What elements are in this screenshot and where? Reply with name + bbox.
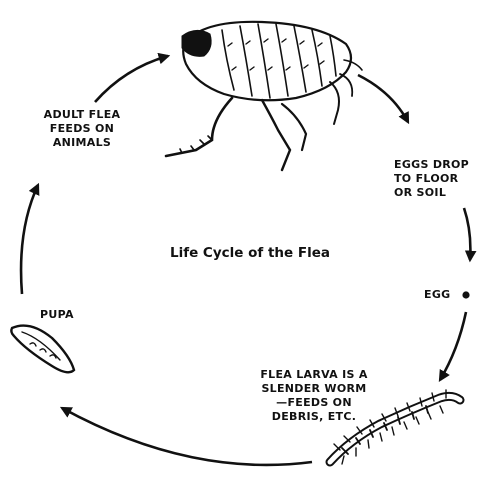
adult-flea-label: ADULT FLEA FEEDS ON ANIMALS — [24, 108, 140, 150]
larva-label-line: FLEA LARVA IS A — [248, 368, 380, 382]
egg-label: EGG — [424, 288, 460, 302]
arrow-pupa-to-adult — [21, 185, 38, 294]
diagram-title: Life Cycle of the Flea — [150, 245, 350, 261]
larva-label-line: SLENDER WORM — [248, 382, 380, 396]
pupa-icon — [11, 326, 74, 373]
pupa-label: PUPA — [40, 308, 100, 322]
eggs-drop-label-line: OR SOIL — [394, 186, 482, 200]
adult-flea-label-line: ANIMALS — [24, 136, 140, 150]
adult-flea-label-line: ADULT FLEA — [24, 108, 140, 122]
eggs-drop-label-line: EGGS DROP — [394, 158, 482, 172]
adult-flea-label-line: FEEDS ON — [24, 122, 140, 136]
larva-label-line: —FEEDS ON — [248, 396, 380, 410]
egg-icon — [462, 291, 469, 298]
pupa-label-line: PUPA — [40, 308, 100, 322]
arrow-eggs-to-egg — [464, 208, 470, 260]
arrow-adult-left-to-flea — [95, 56, 168, 102]
larva-label-line: DEBRIS, ETC. — [248, 410, 380, 424]
adult-flea-icon — [166, 22, 362, 170]
eggs-drop-label: EGGS DROP TO FLOOR OR SOIL — [394, 158, 482, 200]
larva-label: FLEA LARVA IS A SLENDER WORM —FEEDS ON D… — [248, 368, 380, 424]
arrow-egg-to-larva — [440, 312, 466, 380]
egg-label-line: EGG — [424, 288, 460, 302]
arrow-adult-to-eggs — [358, 75, 408, 122]
eggs-drop-label-line: TO FLOOR — [394, 172, 482, 186]
